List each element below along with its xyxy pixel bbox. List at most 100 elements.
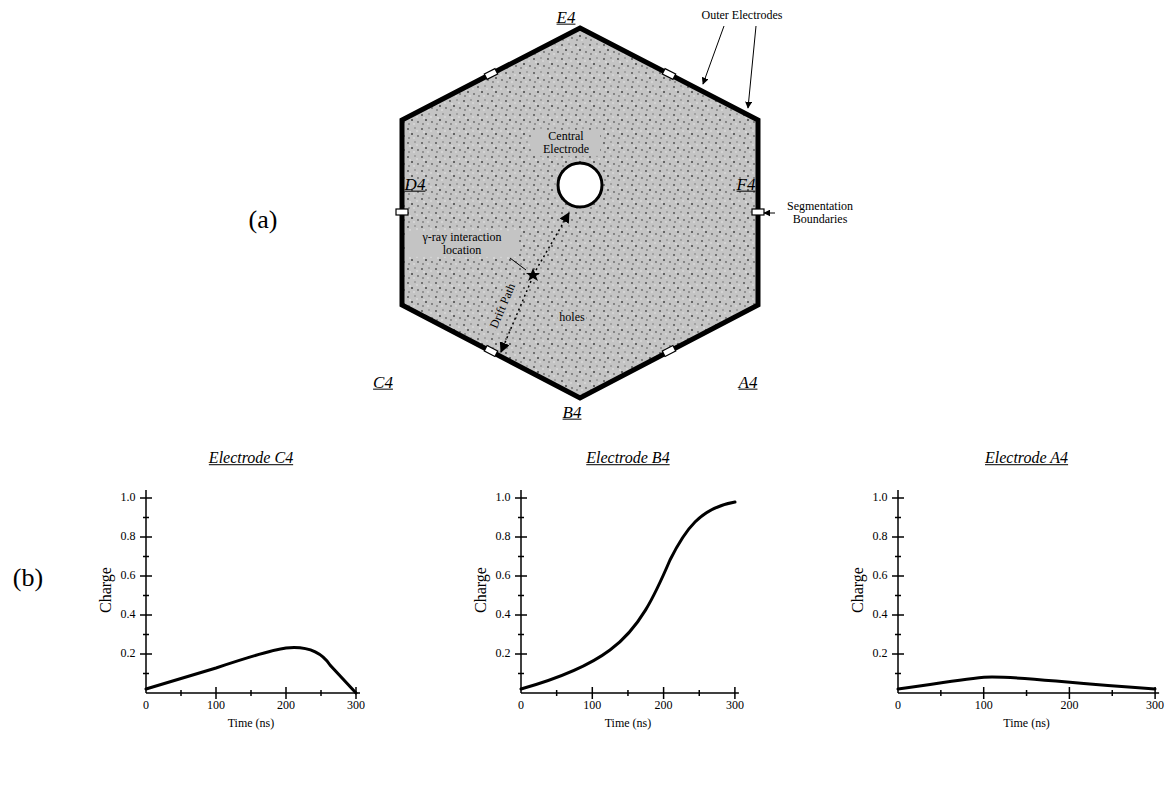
axis-line	[143, 673, 149, 675]
label: Charge	[849, 567, 867, 613]
label: Time (ns)	[228, 717, 275, 730]
axis-line	[895, 634, 901, 636]
label: 200	[655, 699, 673, 712]
axis-line	[250, 690, 252, 696]
label: 0.8	[121, 530, 136, 543]
axis-line	[983, 687, 985, 699]
axis-line	[518, 556, 524, 558]
label: D4	[405, 176, 426, 195]
axis-line	[145, 490, 147, 693]
label: 0.6	[496, 569, 511, 582]
label: 100	[207, 699, 225, 712]
label: F4	[737, 176, 756, 195]
label: 0	[143, 699, 149, 712]
axis-line	[521, 692, 739, 694]
label: E4	[557, 9, 576, 28]
axis-line	[320, 690, 322, 696]
label: 0.2	[873, 647, 888, 660]
label: 0.4	[496, 608, 511, 621]
axis-line	[140, 653, 152, 655]
axis-line	[892, 614, 904, 616]
label: 200	[277, 699, 295, 712]
axis-line	[892, 653, 904, 655]
label: A4	[739, 374, 758, 393]
segmentation-marks	[396, 69, 764, 357]
axis-line	[895, 595, 901, 597]
label: 1.0	[496, 491, 511, 504]
axis-line	[140, 497, 152, 499]
axis-line	[940, 690, 942, 696]
axis-line	[140, 614, 152, 616]
axis-line	[892, 536, 904, 538]
label: Electrode C4	[209, 449, 293, 467]
label: 0.4	[121, 608, 136, 621]
label: 0.2	[121, 647, 136, 660]
axis-line	[140, 575, 152, 577]
axis-line	[1026, 690, 1028, 696]
label: 0.8	[873, 530, 888, 543]
axis-line	[898, 692, 1159, 694]
label: Electrode B4	[586, 449, 669, 467]
label: γ-ray interaction location	[405, 231, 519, 257]
plot-axes	[140, 490, 1159, 699]
axis-line	[515, 653, 527, 655]
axis-line	[515, 497, 527, 499]
label: C4	[373, 374, 393, 393]
leader-lines	[510, 26, 775, 270]
central-electrode	[558, 163, 602, 207]
label: Outer Electrodes	[702, 9, 783, 22]
axis-line	[699, 690, 701, 696]
axis-line	[146, 692, 360, 694]
label: 200	[1060, 699, 1078, 712]
axis-line	[592, 687, 594, 699]
label: 0.4	[873, 608, 888, 621]
label: Charge	[472, 567, 490, 613]
axis-line	[895, 517, 901, 519]
axis-line	[518, 517, 524, 519]
axis-line	[515, 575, 527, 577]
label: Central Electrode	[532, 130, 600, 156]
axis-line	[892, 497, 904, 499]
axis-line	[143, 517, 149, 519]
label: 0.2	[496, 647, 511, 660]
axis-line	[285, 687, 287, 699]
axis-line	[663, 687, 665, 699]
axis-line	[1069, 687, 1071, 699]
label: Electrode A4	[985, 449, 1068, 467]
label: (a)	[249, 206, 278, 235]
label: 100	[583, 699, 601, 712]
label: 0.6	[873, 569, 888, 582]
axis-line	[518, 595, 524, 597]
label: Time (ns)	[605, 717, 652, 730]
axis-line	[895, 556, 901, 558]
label: B4	[563, 404, 582, 423]
axis-line	[627, 690, 629, 696]
label: Segmentation Boundaries	[778, 200, 862, 226]
label: (b)	[13, 564, 43, 593]
axis-line	[895, 673, 901, 675]
label: 100	[975, 699, 993, 712]
label: 300	[347, 699, 365, 712]
axis-line	[518, 673, 524, 675]
axis-line	[143, 634, 149, 636]
detector-crystal	[402, 28, 758, 398]
label: 1.0	[873, 491, 888, 504]
axis-line	[215, 687, 217, 699]
electron-drift-path	[536, 213, 569, 270]
axis-line	[518, 634, 524, 636]
label: 0	[518, 699, 524, 712]
axis-line	[143, 556, 149, 558]
interaction-star	[526, 268, 540, 281]
axis-line	[734, 687, 736, 699]
axis-line	[892, 575, 904, 577]
axis-line	[143, 595, 149, 597]
axis-line	[897, 490, 899, 693]
axis-line	[520, 490, 522, 693]
label: holes	[557, 311, 586, 324]
label: 1.0	[121, 491, 136, 504]
label: Charge	[97, 567, 115, 613]
label: 0.6	[121, 569, 136, 582]
axis-line	[1112, 690, 1114, 696]
axis-line	[140, 536, 152, 538]
